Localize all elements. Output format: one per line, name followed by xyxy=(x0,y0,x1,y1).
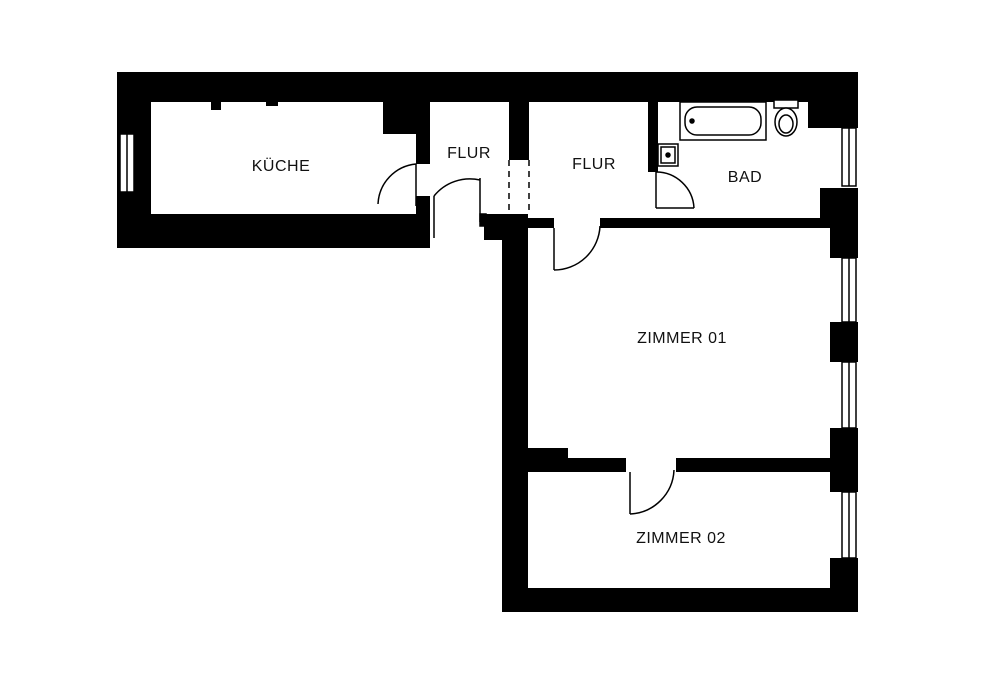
zimmer-wall-left xyxy=(502,228,528,612)
room-label-zimmer-01: ZIMMER 01 xyxy=(637,330,727,347)
door-flur-entrance xyxy=(433,178,487,238)
door-zimmer02 xyxy=(629,469,675,515)
room-label-flur-2: FLUR xyxy=(572,156,616,173)
room-label-zimmer-02: ZIMMER 02 xyxy=(636,530,726,547)
toilet-icon xyxy=(773,99,799,137)
window-bad xyxy=(841,127,857,187)
doors xyxy=(377,160,695,515)
window-zimmer01-b xyxy=(841,361,857,429)
window-zimmer01-a xyxy=(841,257,857,323)
door-kitchen xyxy=(377,163,427,215)
walls xyxy=(117,72,858,612)
bathtub-icon xyxy=(679,101,767,141)
door-bad xyxy=(655,171,695,209)
room-label-flur-1: FLUR xyxy=(447,145,491,162)
room-label-bad: BAD xyxy=(728,169,762,186)
door-zimmer01 xyxy=(553,225,601,271)
room-labels: KÜCHE FLUR FLUR BAD ZIMMER 01 ZIMMER 02 xyxy=(252,145,762,547)
sink-icon xyxy=(657,143,679,167)
fixtures xyxy=(657,99,799,167)
window-kitchen xyxy=(119,133,135,193)
windows xyxy=(119,127,857,559)
room-label-kueche: KÜCHE xyxy=(252,157,311,175)
door-flur-passage xyxy=(508,160,530,214)
zimmer-wall-bottom xyxy=(502,588,858,612)
outer-wall-top xyxy=(117,72,858,102)
window-zimmer02 xyxy=(841,491,857,559)
